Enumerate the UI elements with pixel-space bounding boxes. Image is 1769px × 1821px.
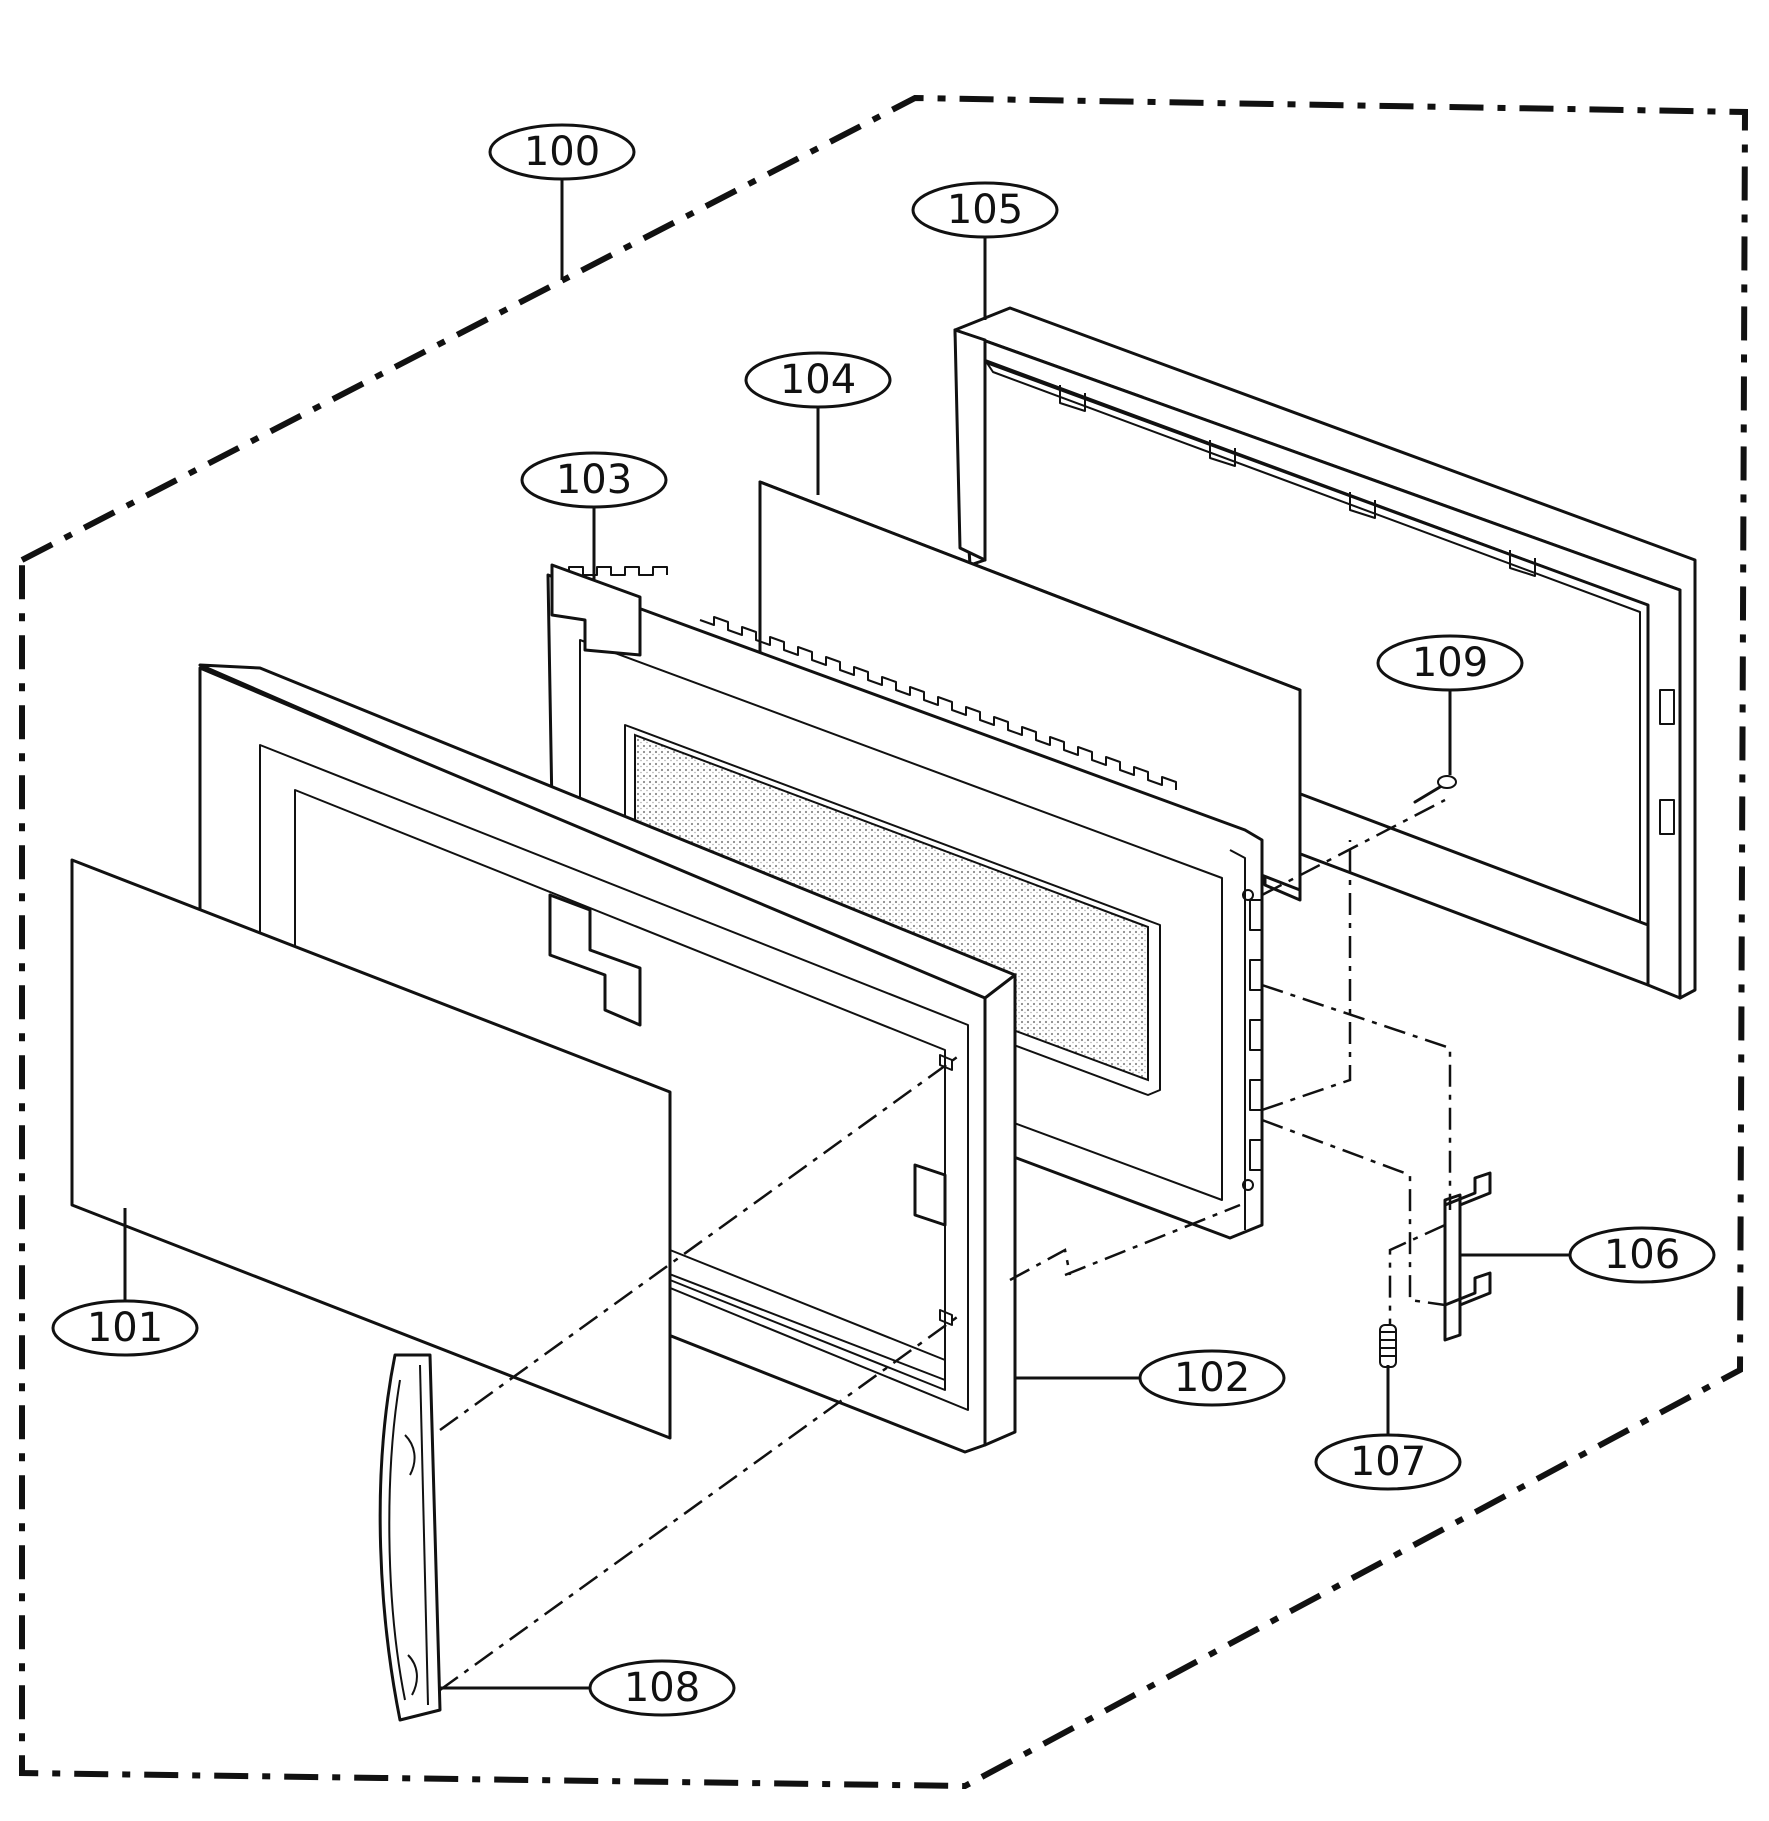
svg-text:107: 107 [1350, 1439, 1426, 1485]
callout-100: 100 [488, 123, 636, 181]
svg-text:105: 105 [947, 187, 1023, 233]
callout-107: 107 [1314, 1433, 1462, 1491]
part-107-spring [1379, 1324, 1397, 1368]
part-105-rear-frame [953, 306, 1697, 1000]
svg-text:108: 108 [624, 1665, 700, 1711]
callout-103: 103 [520, 451, 668, 509]
svg-text:104: 104 [780, 357, 856, 403]
callout-106: 106 [1568, 1226, 1716, 1284]
callout-109: 109 [1376, 634, 1524, 692]
assembly-guide-lines [439, 798, 1452, 1692]
callout-101: 101 [51, 1299, 199, 1357]
callout-105: 105 [911, 181, 1059, 239]
svg-text:109: 109 [1412, 640, 1488, 686]
part-101-outer-panel [70, 858, 672, 1440]
part-106-latch [1443, 1171, 1492, 1342]
callout-102: 102 [1138, 1349, 1286, 1407]
assembly-boundary [19, 94, 1749, 1790]
svg-text:101: 101 [87, 1305, 163, 1351]
part-108-handle [378, 1353, 442, 1722]
svg-text:106: 106 [1604, 1232, 1680, 1278]
callout-104: 104 [744, 351, 892, 409]
leader-lines [123, 178, 1570, 1690]
callout-108: 108 [588, 1659, 736, 1717]
svg-text:103: 103 [556, 457, 632, 503]
svg-text:102: 102 [1174, 1355, 1250, 1401]
part-109-screw [1413, 775, 1457, 804]
svg-text:100: 100 [524, 129, 600, 175]
